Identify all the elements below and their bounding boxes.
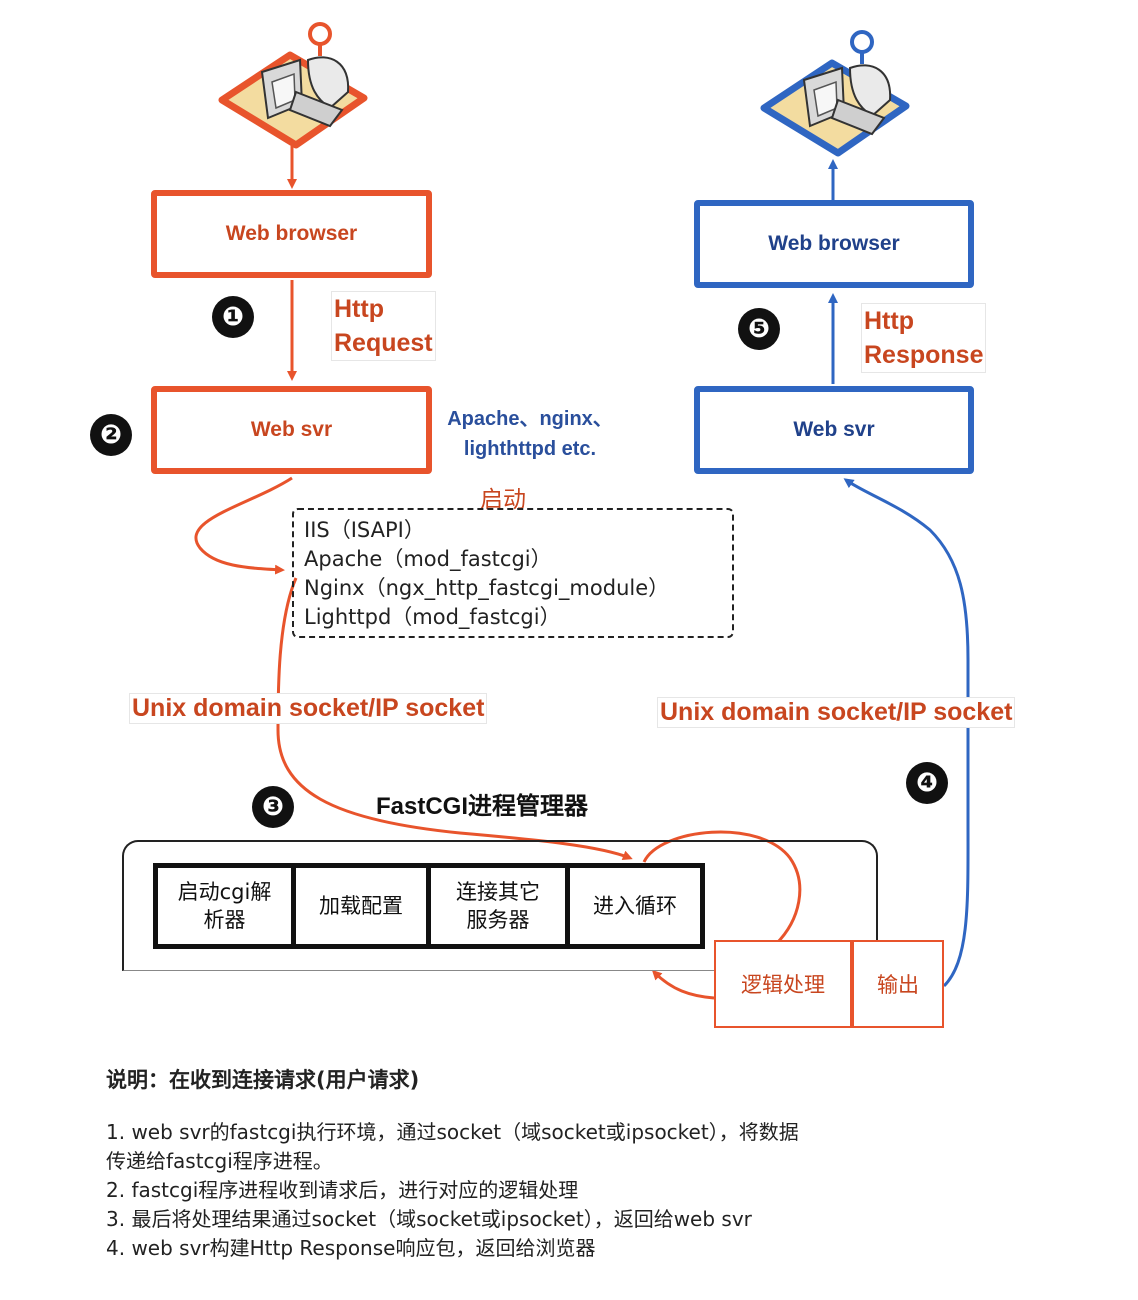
- step-enter-loop: 进入循环: [565, 863, 705, 949]
- cell-line: 析器: [203, 908, 246, 932]
- notes-title: 说明：在收到连接请求(用户请求): [106, 1068, 420, 1092]
- notes-line: 传递给fastcgi程序进程。: [106, 1149, 333, 1173]
- protocol-line: Request: [334, 329, 433, 357]
- arrow-output-to-svr: [843, 478, 970, 988]
- manager-title: FastCGI进程管理器: [376, 793, 589, 820]
- http-request-label: Http Request: [332, 292, 435, 360]
- output-box: 输出: [852, 940, 944, 1028]
- web-svr-label: Web svr: [793, 418, 875, 441]
- step-number: ❺: [747, 314, 770, 344]
- cgi-module-item: Lighttpd（mod_fastcgi）: [304, 605, 561, 629]
- notes-line: 4. web svr构建Http Response响应包，返回给浏览器: [106, 1236, 596, 1260]
- logic-processing-box: 逻辑处理: [714, 940, 852, 1028]
- cell-line: 启动cgi解: [177, 880, 272, 904]
- step-number: ❷: [99, 420, 122, 450]
- output-label: 输出: [877, 973, 919, 997]
- notes-line: 3. 最后将处理结果通过socket（域socket或ipsocket），返回给…: [106, 1207, 752, 1231]
- step-1-badge: ❶: [212, 296, 254, 338]
- socket-label-right: Unix domain socket/IP socket: [658, 698, 1015, 727]
- examples-line: lighthttpd etc.: [463, 438, 597, 460]
- step-4-badge: ❹: [906, 762, 948, 804]
- logic-label: 逻辑处理: [741, 973, 825, 997]
- cell-line: 服务器: [466, 908, 530, 932]
- cgi-module-item: Nginx（ngx_http_fastcgi_module）: [304, 576, 670, 600]
- web-browser-box-left: Web browser: [151, 190, 432, 278]
- step-number: ❹: [915, 768, 938, 798]
- web-browser-box-right: Web browser: [694, 200, 974, 288]
- step-start-cgi-parser: 启动cgi解 析器: [153, 863, 296, 949]
- web-svr-examples: Apache、nginx、 lighthttpd etc.: [440, 404, 620, 464]
- step-load-config: 加载配置: [291, 863, 431, 949]
- examples-line: Apache、nginx、: [447, 408, 613, 430]
- step-connect-servers: 连接其它 服务器: [426, 863, 570, 949]
- web-browser-label: Web browser: [225, 222, 358, 245]
- step-number: ❶: [221, 302, 244, 332]
- cell-line: 加载配置: [319, 894, 403, 918]
- http-response-label: Http Response: [862, 304, 986, 372]
- arrow-logic-back: [651, 969, 715, 1000]
- manager-frame: [122, 840, 878, 971]
- cgi-module-item: Apache（mod_fastcgi）: [304, 547, 552, 571]
- arrow-launch: [194, 476, 293, 575]
- notes-line: 1. web svr的fastcgi执行环境，通过socket（域socket或…: [106, 1120, 799, 1144]
- protocol-line: Http: [334, 295, 384, 323]
- step-number: ❸: [261, 792, 284, 822]
- web-browser-label: Web browser: [768, 232, 900, 255]
- user-at-computer-icon: [760, 30, 910, 157]
- notes-line: 2. fastcgi程序进程收到请求后，进行对应的逻辑处理: [106, 1178, 579, 1202]
- step-3-badge: ❸: [252, 786, 294, 828]
- user-at-computer-icon: [218, 22, 368, 149]
- web-svr-label: Web svr: [250, 418, 333, 441]
- web-svr-box-right: Web svr: [694, 386, 974, 474]
- web-svr-box-left: Web svr: [151, 386, 432, 474]
- protocol-line: Http: [864, 307, 914, 335]
- protocol-line: Response: [864, 341, 984, 369]
- cgi-module-item: IIS（ISAPI）: [304, 518, 425, 542]
- step-2-badge: ❷: [90, 414, 132, 456]
- explanation-notes: 说明：在收到连接请求(用户请求) 1. web svr的fastcgi执行环境，…: [106, 1064, 1006, 1263]
- arrow-socket-to-manager: [276, 577, 633, 861]
- cell-line: 连接其它: [456, 880, 540, 904]
- cell-line: 进入循环: [593, 894, 677, 918]
- cgi-module-list: IIS（ISAPI） Apache（mod_fastcgi） Nginx（ngx…: [292, 508, 734, 638]
- socket-label-left: Unix domain socket/IP socket: [130, 694, 487, 723]
- step-5-badge: ❺: [738, 308, 780, 350]
